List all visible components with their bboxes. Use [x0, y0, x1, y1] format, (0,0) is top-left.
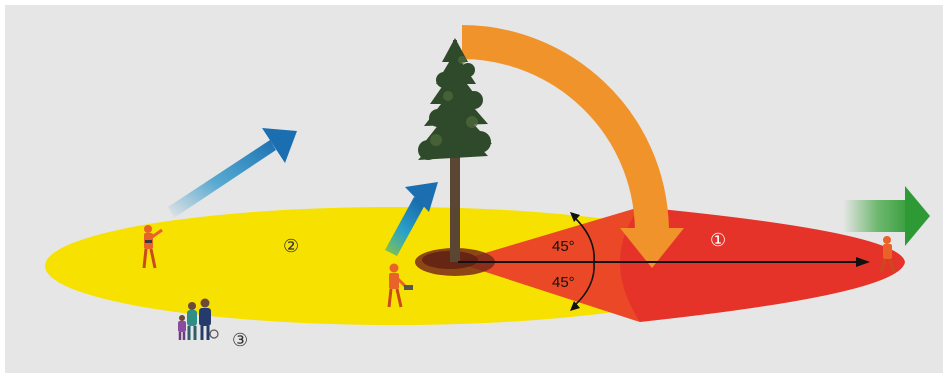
fall-direction-arrow-icon: [461, 25, 684, 268]
worker-right-icon: [879, 236, 896, 273]
conifer-tree-icon: [418, 38, 492, 160]
tree-trunk: [450, 90, 460, 262]
zone-label-danger: ②: [283, 236, 299, 256]
exit-arrow-right-icon: [843, 186, 930, 246]
worker-center-icon: [387, 263, 413, 308]
felling-axis-arrowhead-icon: [856, 257, 870, 267]
angle-label-upper: 45°: [552, 238, 575, 255]
escape-arrow-left-icon: [168, 128, 297, 218]
angle-arc-lower-icon: [573, 261, 595, 307]
angle-label-lower: 45°: [552, 274, 575, 291]
bystander-family-icon: [178, 298, 219, 340]
zone-label-bystanders: ③: [232, 330, 248, 350]
angle-arc-upper-icon: [573, 216, 595, 263]
felling-zone-edge: [455, 207, 640, 322]
worker-left-icon: [142, 225, 163, 269]
tree-foliage-shading-icon: [430, 56, 478, 146]
zone-label-felling: ①: [710, 230, 726, 250]
escape-arrow-center-icon: [385, 182, 438, 256]
